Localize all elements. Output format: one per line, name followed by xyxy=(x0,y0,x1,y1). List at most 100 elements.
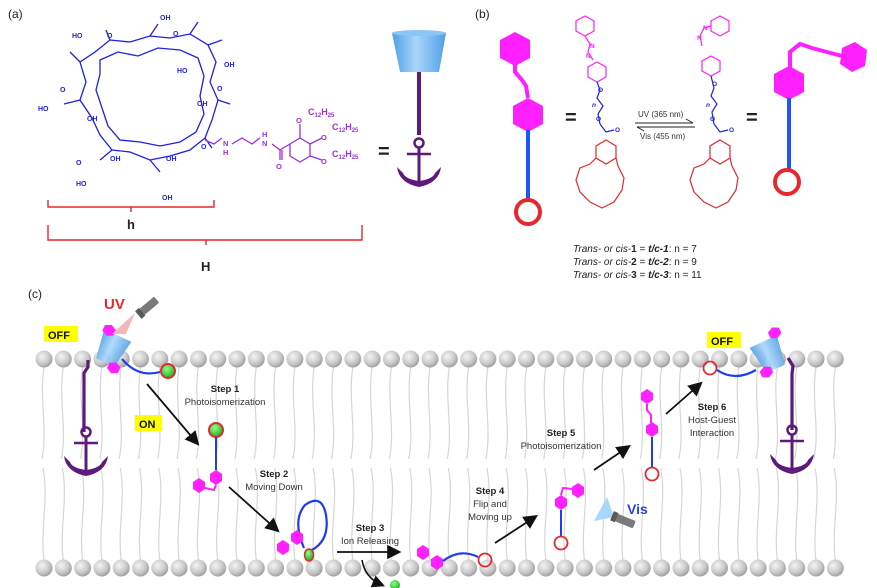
lipid-head xyxy=(132,559,149,577)
lipid-head xyxy=(363,559,381,577)
lipid-head xyxy=(228,559,246,577)
lipid-head xyxy=(228,350,246,368)
lipid-head xyxy=(402,350,420,368)
lipid-tail xyxy=(408,366,412,460)
equilibrium-arrows xyxy=(635,118,695,132)
anchor-icon xyxy=(395,137,443,189)
lipid-head xyxy=(170,559,188,577)
bracket-h-label: h xyxy=(127,217,135,232)
released-ion xyxy=(390,580,400,588)
step-6-label: Step 6 Host-Guest Interaction xyxy=(688,402,736,439)
lipid-tail xyxy=(99,366,103,460)
trans-schematic xyxy=(500,32,543,226)
lipid-tail xyxy=(794,366,798,460)
svg-text:HO: HO xyxy=(177,68,188,75)
lipid-tail xyxy=(505,467,509,561)
lipid-tail xyxy=(659,467,664,561)
carrier-step3 xyxy=(361,545,493,588)
lipid-tail xyxy=(582,467,587,561)
svg-text:n: n xyxy=(592,102,596,109)
svg-text:Step 6: Step 6 xyxy=(698,402,727,413)
svg-text:N: N xyxy=(697,35,702,42)
lipid-head xyxy=(325,559,342,577)
lipid-head xyxy=(35,350,53,368)
lipid-tail xyxy=(543,366,547,460)
lipid-head xyxy=(537,350,555,368)
svg-text:N: N xyxy=(223,139,228,148)
lipid-tail xyxy=(350,366,354,460)
equals-sign-b-left: = xyxy=(565,107,577,129)
caption-2: Trans- or cis-2 = t/c-2: n = 9 xyxy=(573,257,697,268)
svg-text:O: O xyxy=(173,31,179,38)
svg-text:OH: OH xyxy=(87,116,98,123)
lipid-tail xyxy=(311,366,315,460)
lipid-head xyxy=(247,559,265,577)
lipid-tail xyxy=(330,366,335,460)
arrow-step5 xyxy=(593,444,631,471)
lipid-tail xyxy=(60,366,65,460)
svg-text:O: O xyxy=(60,87,66,94)
off-tag-left: OFF xyxy=(48,330,70,342)
lipid-head xyxy=(93,559,111,577)
trans-molecule-labels: N N O n O O xyxy=(586,43,620,134)
svg-text:O: O xyxy=(596,116,601,123)
left-anchored-host xyxy=(62,324,176,478)
equals-sign-a: = xyxy=(378,141,390,163)
svg-text:Step 5: Step 5 xyxy=(547,428,576,439)
vis-flashlight xyxy=(594,497,636,529)
lipid-head xyxy=(730,559,748,577)
svg-text:O: O xyxy=(321,133,327,142)
anchor-chain-structure xyxy=(204,124,323,163)
svg-text:OH: OH xyxy=(162,195,173,202)
lipid-head xyxy=(633,559,651,577)
lipid-head xyxy=(653,350,671,368)
lipid-head xyxy=(267,559,285,577)
lipid-tail xyxy=(640,467,645,561)
lipid-head xyxy=(402,559,420,577)
lipid-tail xyxy=(639,366,644,460)
lipid-head xyxy=(460,559,478,577)
lipid-head xyxy=(595,350,613,368)
lipid-head xyxy=(672,350,690,368)
bracket-H xyxy=(47,225,363,245)
lipid-head xyxy=(325,350,342,368)
svg-text:OH: OH xyxy=(110,156,121,163)
lipid-tail xyxy=(273,366,277,460)
lipid-tail xyxy=(756,467,760,561)
lipid-tail xyxy=(755,366,759,460)
lipid-tail xyxy=(833,467,838,561)
lipid-head xyxy=(807,350,825,368)
lipid-tail xyxy=(679,467,683,561)
lipid-tail xyxy=(293,467,297,561)
svg-text:N: N xyxy=(590,43,595,50)
cyclodextrin-cup-icon-right xyxy=(749,335,785,373)
lipid-head xyxy=(498,350,516,368)
lipid-head xyxy=(672,559,690,577)
lipid-head xyxy=(498,559,516,577)
lipid-tail xyxy=(253,366,258,460)
trans-azobenzene-structure xyxy=(575,15,625,209)
svg-text:OH: OH xyxy=(160,15,171,22)
panel-b: (b) = N N O n O O xyxy=(475,7,867,281)
lipid-head xyxy=(151,559,169,577)
lipid-head xyxy=(247,350,265,368)
uv-condition-label: UV (365 nm) xyxy=(638,110,684,119)
lipid-head xyxy=(382,350,400,368)
lipid-tail xyxy=(157,366,161,460)
lipid-head xyxy=(614,559,632,577)
lipid-tail xyxy=(215,366,219,460)
lipid-tail xyxy=(273,467,278,561)
lipid-tail xyxy=(486,467,490,561)
lipid-head xyxy=(267,350,285,368)
svg-text:O: O xyxy=(76,160,82,167)
lipid-head xyxy=(556,350,574,368)
svg-text:Photoisomerization: Photoisomerization xyxy=(521,441,602,452)
arrow-step2 xyxy=(228,486,280,533)
lipid-tail xyxy=(61,467,66,561)
lipid-head xyxy=(730,350,748,368)
uv-label: UV xyxy=(104,296,125,313)
lipid-head xyxy=(209,559,227,577)
lipid-tail xyxy=(41,366,45,460)
lipid-tail xyxy=(331,467,336,561)
